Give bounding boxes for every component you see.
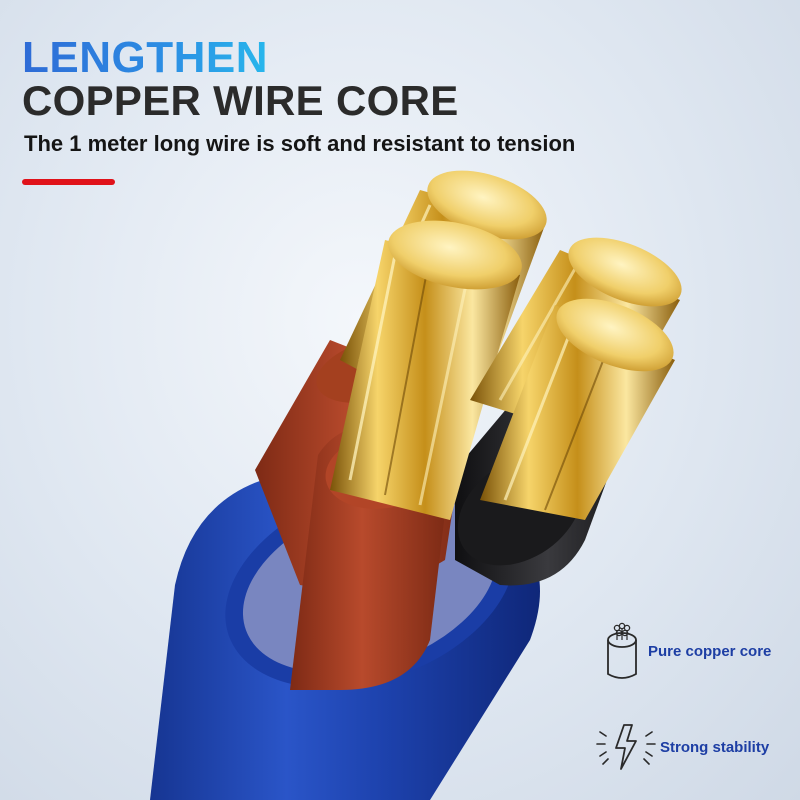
feature-pure-copper-core: Pure copper core bbox=[604, 618, 771, 684]
feature-label-strong-stability: Strong stability bbox=[660, 738, 770, 756]
headline-lengthen: LENGTHEN bbox=[22, 33, 268, 82]
feature-strong-stability: Strong stability bbox=[594, 722, 769, 772]
copper-strand-bundle-front bbox=[330, 220, 522, 520]
copper-core-icon bbox=[604, 618, 640, 684]
copper-strand-bundle-right-front bbox=[480, 298, 675, 520]
lightning-stability-icon bbox=[594, 722, 658, 772]
feature-label-pure-copper-core: Pure copper core bbox=[648, 642, 772, 660]
subtitle: The 1 meter long wire is soft and resist… bbox=[24, 131, 576, 156]
headline-copper-wire-core: COPPER WIRE CORE bbox=[22, 77, 459, 124]
accent-bar bbox=[22, 179, 115, 185]
